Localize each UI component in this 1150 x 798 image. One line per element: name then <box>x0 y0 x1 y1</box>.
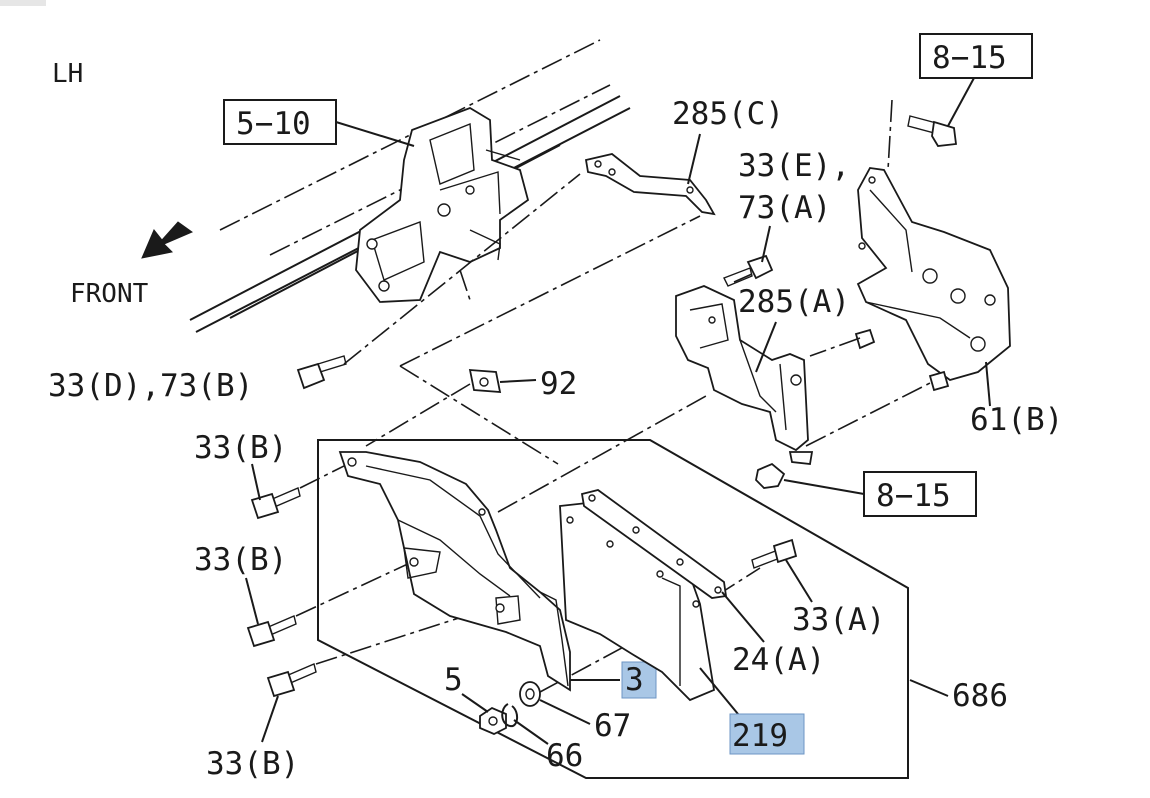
ref-box-8-15-top <box>919 33 1033 79</box>
front-direction: FRONT <box>70 221 194 309</box>
leader-33e <box>761 225 771 263</box>
leader-67 <box>539 699 591 725</box>
leader-33b-2 <box>245 577 259 625</box>
ref-box-5-10 <box>223 99 337 145</box>
callout-33e-line1: 33(E), <box>738 148 850 184</box>
centerline-61b <box>887 99 893 171</box>
callout-3-highlight[interactable] <box>621 661 657 699</box>
corner-tab <box>0 0 46 6</box>
callout-73a: 73(A) <box>738 190 831 226</box>
bracket-285c <box>584 153 716 216</box>
bolt-33b-3 <box>266 663 317 698</box>
bolt-33d <box>296 355 347 390</box>
nut-8-15-mid <box>755 462 786 489</box>
leader-219 <box>699 667 739 715</box>
leader-33a <box>785 559 813 603</box>
callout-285a: 285(A) <box>738 284 850 320</box>
leader-24a <box>721 591 765 643</box>
bolt-33a <box>751 538 798 569</box>
front-label: FRONT <box>70 279 149 309</box>
washer-67 <box>519 681 541 707</box>
leader-5-10 <box>335 121 415 147</box>
ref-5-10-label: 5−10 <box>236 106 311 142</box>
bracket-285a <box>675 285 814 465</box>
callout-24a: 24(A) <box>732 642 825 678</box>
callout-686: 686 <box>952 678 1008 714</box>
leader-8-15-top <box>947 77 975 127</box>
callout-5: 5 <box>444 662 463 698</box>
bolt-top-right <box>907 115 958 147</box>
callout-3[interactable]: 3 <box>625 662 644 698</box>
callout-67: 67 <box>594 708 631 744</box>
callout-33b-1: 33(B) <box>194 430 287 466</box>
callout-219[interactable]: 219 <box>732 718 788 754</box>
leader-33b-1 <box>251 463 261 501</box>
lock-washer-66 <box>501 703 518 728</box>
leader-33b-3 <box>261 695 279 743</box>
leader-66 <box>513 719 549 745</box>
bolt-33e <box>723 254 774 287</box>
callout-33d73b: 33(D),73(B) <box>48 368 253 404</box>
nut-5 <box>479 706 507 735</box>
arrow-down-left-icon <box>141 221 194 259</box>
leader-285c <box>687 133 701 185</box>
leader-61b <box>985 361 991 407</box>
bolt-33b-2 <box>246 615 297 648</box>
leader-686 <box>909 679 949 697</box>
callout-33b-3: 33(B) <box>206 746 299 782</box>
mudguard-3 <box>338 451 571 692</box>
leader-8-15-mid <box>783 479 865 495</box>
callout-61b: 61(B) <box>970 402 1063 438</box>
callout-33a: 33(A) <box>792 602 885 638</box>
callout-33b-2: 33(B) <box>194 542 287 578</box>
ref-8-15-mid-label: 8−15 <box>876 478 951 514</box>
assembly-outline-686 <box>317 439 909 779</box>
leader-92 <box>499 379 537 383</box>
clip-92 <box>468 369 502 393</box>
bolt-33b-1 <box>250 487 301 520</box>
callout-92: 92 <box>540 366 577 402</box>
ref-8-15-top-label: 8−15 <box>932 40 1007 76</box>
callout-66: 66 <box>546 738 583 774</box>
callout-219-highlight[interactable] <box>729 713 805 755</box>
callout-285c: 285(C) <box>672 96 784 132</box>
bracket-61b <box>854 167 1011 392</box>
leader-285a <box>755 321 777 373</box>
leader-5 <box>461 693 489 713</box>
view-label: LH <box>52 59 83 89</box>
ref-box-8-15-mid <box>863 471 977 517</box>
